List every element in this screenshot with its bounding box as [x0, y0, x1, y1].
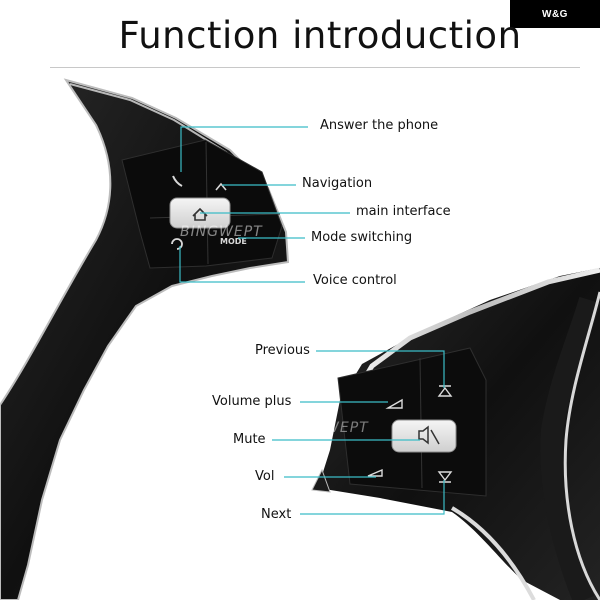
navigation-up-icon[interactable]	[215, 182, 227, 191]
brand-logo: W&G	[510, 0, 600, 28]
page-title: Function introduction	[118, 14, 522, 57]
watermark-upper: BINGWEPT	[180, 224, 263, 240]
label-mute: Mute	[233, 432, 266, 447]
upper-wheel-spoke	[0, 78, 290, 600]
leader-answer-phone	[180, 126, 308, 172]
lower-leader-lines	[272, 350, 445, 515]
label-previous: Previous	[255, 343, 310, 358]
title-divider	[50, 67, 580, 68]
volume-down-icon[interactable]	[367, 468, 383, 477]
leader-previous	[316, 350, 445, 388]
label-navigation: Navigation	[302, 176, 373, 191]
leader-next	[300, 480, 445, 515]
label-answer-phone: Answer the phone	[320, 118, 439, 133]
label-vol: Vol	[255, 469, 275, 484]
mode-button[interactable]: MODE	[220, 237, 247, 246]
phone-icon[interactable]	[172, 175, 183, 187]
label-volume-plus: Volume plus	[212, 394, 292, 409]
mute-icon	[418, 425, 440, 445]
label-next: Next	[261, 507, 292, 522]
mute-button[interactable]	[391, 419, 457, 453]
previous-icon[interactable]	[437, 385, 453, 397]
label-mode-switching: Mode switching	[311, 230, 413, 245]
brand-logo-text: W&G	[542, 8, 568, 20]
home-icon	[192, 207, 208, 221]
leader-voice-control	[179, 246, 305, 283]
upper-leader-lines	[179, 126, 350, 283]
volume-up-icon[interactable]	[385, 398, 403, 409]
label-voice-control: Voice control	[313, 273, 397, 288]
label-main-interface: main interface	[356, 204, 451, 219]
watermark-lower: BINGWEPT	[286, 420, 369, 436]
next-icon[interactable]	[437, 471, 453, 483]
